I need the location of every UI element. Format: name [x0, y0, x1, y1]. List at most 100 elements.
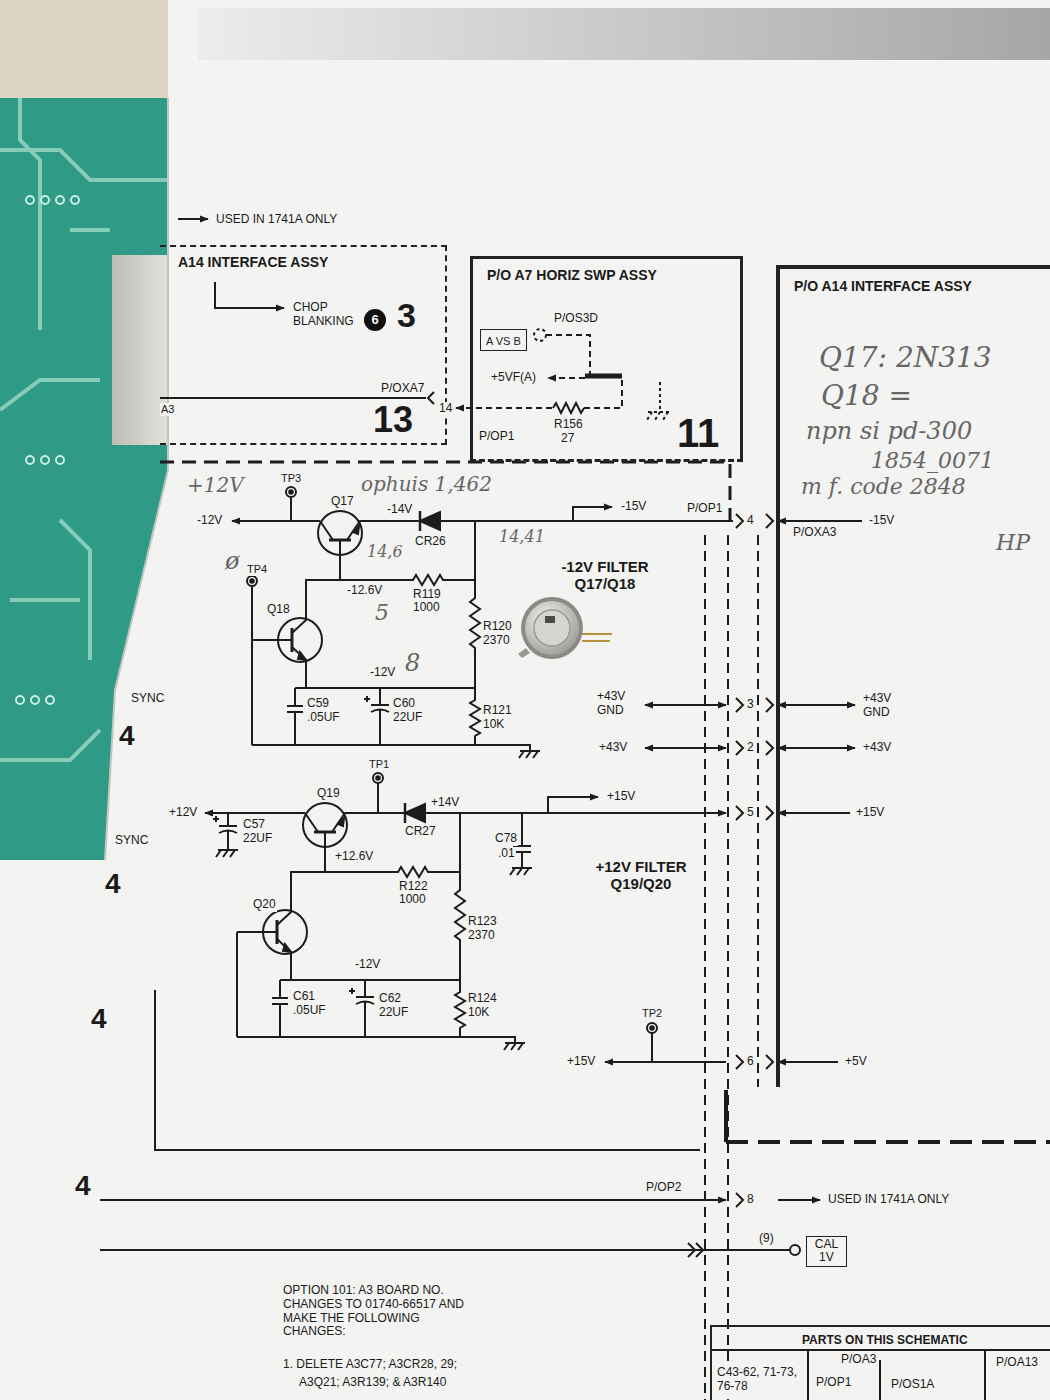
photo-background: [0, 98, 168, 860]
handwritten-note: HP: [995, 530, 1031, 555]
signal-label: +15V: [855, 806, 885, 820]
filter-circuit: [287, 688, 303, 745]
pcb-trace: [0, 380, 100, 410]
signal-label: TP1: [368, 758, 390, 771]
signal-label: +5V: [844, 1055, 868, 1069]
signal-label: Q17: [330, 495, 355, 509]
schematic-wire: [585, 374, 622, 379]
signal-label: +43V GND: [596, 690, 638, 718]
schematic-wire: [778, 747, 855, 749]
pcb-trace: [20, 98, 40, 330]
pcb-trace: [10, 598, 80, 602]
signal-label: .05UF: [306, 711, 341, 725]
signal-label: CHOP BLANKING: [292, 301, 364, 329]
block-title: +12V FILTER Q19/Q20: [584, 858, 698, 893]
schematic-wire: [790, 1245, 800, 1255]
transistor-can-photo: [525, 601, 579, 655]
signal-label: USED IN 1741A ONLY: [827, 1193, 950, 1207]
signal-label: OPTION 101: A3 BOARD NO. CHANGES TO 0174…: [282, 1284, 474, 1339]
schematic-wire: [251, 586, 253, 640]
schematic-wire: [289, 490, 293, 494]
filter-circuit: [298, 652, 306, 660]
schematic-wire: [647, 1023, 657, 1033]
filter-circuit: [251, 640, 253, 745]
box-title: P/O A14 INTERFACE ASSY: [792, 278, 974, 294]
signal-label: TP3: [280, 472, 302, 485]
signal-label: TP2: [641, 1007, 663, 1020]
filter-circuit: [419, 511, 422, 531]
signal-label: +12V: [168, 806, 198, 820]
schematic-wire: [553, 403, 584, 413]
schematic-wire: [160, 397, 426, 399]
signal-label: -12.6V: [346, 584, 383, 598]
signal-label: A3: [160, 403, 175, 416]
schematic-wire: [688, 1243, 703, 1257]
filter-circuit: [420, 512, 440, 530]
sheet-number: 4: [104, 870, 122, 898]
signal-label: (9): [758, 1232, 775, 1246]
schematic-wire: [736, 741, 773, 755]
signal-label: 10K: [482, 718, 505, 732]
signal-label: 22UF: [392, 711, 423, 725]
schematic-wire: [736, 514, 773, 528]
signal-label: 2: [746, 741, 755, 755]
transistor-can-photo: [545, 616, 555, 623]
transistor-can-photo: [521, 597, 583, 659]
signal-label: USED IN 1741A ONLY: [215, 213, 338, 227]
schematic-wire: [605, 1061, 726, 1063]
schematic-wire: [373, 773, 383, 783]
schematic-wire: [247, 576, 257, 586]
signal-label: P/OP1: [478, 430, 515, 444]
signal-label: R123: [467, 915, 498, 929]
signal-label: P/OXA7: [380, 382, 425, 396]
filter-circuit: [470, 521, 480, 745]
photo-background: [0, 0, 1050, 860]
pcb-pad: [41, 196, 49, 204]
pcb-pad: [26, 196, 34, 204]
schematic-wire: [376, 776, 380, 780]
signal-label: 5: [746, 806, 755, 820]
handwritten-note: ophuis 1,462: [360, 473, 493, 496]
signal-label: R119: [412, 588, 442, 602]
schematic-wire: [736, 1193, 743, 1207]
schematic-wire: [647, 382, 672, 420]
signal-label: 2370: [482, 634, 511, 648]
signal-label: 4: [746, 514, 755, 528]
transistor-can-photo: [582, 634, 612, 641]
block-title: -12V FILTER Q17/Q18: [548, 558, 662, 593]
filter-circuit: [353, 526, 359, 534]
schematic-wire: [286, 487, 296, 497]
schematic-wire: [215, 282, 284, 308]
filter-circuit: [295, 687, 475, 689]
sheet-number: 13: [372, 402, 414, 438]
signal-label: 8: [746, 1193, 755, 1207]
signal-label: +43V: [862, 741, 892, 755]
signal-label: +43V: [598, 741, 628, 755]
schematic-wire: [534, 329, 546, 341]
schematic-wire: [205, 812, 305, 814]
schematic-wire: [573, 507, 612, 521]
handwritten-note: Q18 =: [820, 380, 913, 412]
schematic-wire: [377, 783, 379, 813]
signal-label: 1000: [398, 893, 427, 907]
schematic-wire: [650, 1026, 654, 1030]
pcb-pad: [16, 696, 24, 704]
signal-label: C57: [242, 818, 266, 832]
handwritten-note: ø: [224, 548, 240, 576]
signal-label: R124: [467, 992, 498, 1006]
filter-circuit: [440, 520, 478, 522]
filter-circuit: [347, 521, 420, 540]
signal-label: R121: [482, 704, 513, 718]
signal-label: C62: [378, 992, 402, 1006]
signal-label: P/OP1: [815, 1376, 852, 1390]
filter-circuit: [252, 511, 540, 758]
signal-label: -12V: [196, 514, 223, 528]
signal-label: +43V GND: [862, 692, 904, 720]
sheet-number: 4: [90, 1005, 108, 1033]
signal-label: 1000: [412, 601, 441, 615]
transistor-can-photo: [534, 610, 570, 646]
handwritten-note: 8: [404, 650, 421, 678]
signal-label: C60: [392, 697, 416, 711]
signal-label: Q19: [316, 787, 341, 801]
schematic-wire: [463, 812, 726, 814]
